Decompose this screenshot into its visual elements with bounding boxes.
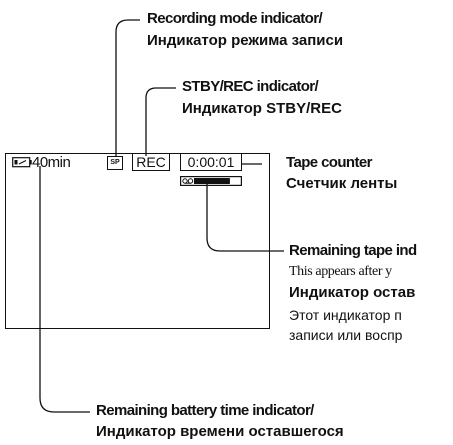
recording-mode-leader: [115, 19, 140, 156]
tape-counter-readout: 0:00:01: [180, 153, 242, 171]
recording-mode-label-ru: Индикатор режима записи: [147, 32, 344, 49]
remaining-battery-leader: [39, 166, 90, 413]
remaining-battery-label-ru: Индикатор времени оставшегося: [96, 423, 344, 440]
remaining-tape-fill: [194, 178, 230, 184]
stby-rec-label-en: STBY/REC indicator/: [182, 78, 319, 95]
stby-rec-label-ru: Индикатор STBY/REC: [182, 100, 342, 117]
remaining-tape-note-en: This appears after y: [289, 264, 392, 279]
recording-mode-badge: SP: [107, 156, 123, 170]
battery-time-readout: 40min: [32, 154, 71, 171]
tape-counter-label-en: Tape counter: [286, 154, 372, 171]
tape-counter-label-ru: Счетчик ленты: [286, 175, 398, 192]
remaining-tape-note-ru-1: Этот индикатор п: [289, 307, 402, 323]
stby-rec-leader: [145, 87, 176, 156]
remaining-battery-label-en: Remaining battery time indicator/: [96, 402, 314, 419]
tape-reel-icon: [182, 178, 188, 184]
battery-icon: [12, 156, 32, 169]
remaining-tape-label-en: Remaining tape ind: [289, 242, 417, 259]
recording-mode-label-en: Recording mode indicator/: [147, 10, 323, 27]
remaining-tape-note-ru-2: записи или воспр: [289, 327, 403, 343]
remaining-tape-leader: [206, 183, 284, 252]
rec-status-badge: REC: [132, 153, 170, 171]
remaining-tape-bar: [180, 173, 242, 187]
remaining-tape-label-ru: Индикатор остав: [289, 284, 416, 301]
